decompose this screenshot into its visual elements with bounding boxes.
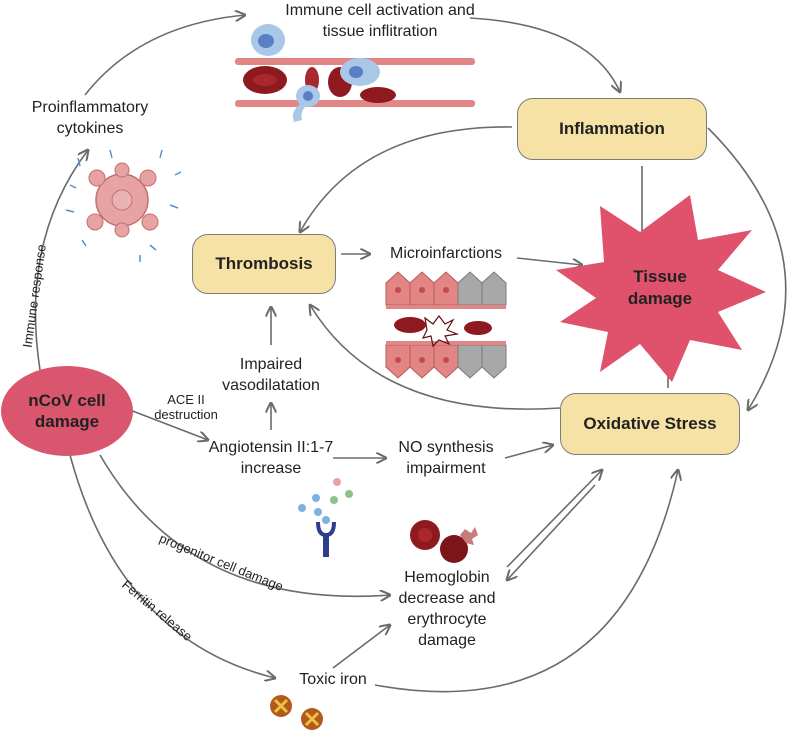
immune-cell-icon <box>251 24 380 122</box>
tissue-damage-star <box>556 195 766 382</box>
label-no-synthesis: NO synthesis impairment <box>398 439 494 477</box>
cytokine-cell-icon <box>65 149 182 262</box>
label-angiotensin: Angiotensin II:1-7 increase <box>208 439 334 477</box>
arrow-hemoglobin-to-oxidative <box>506 470 602 568</box>
arrow-activation-to-inflammation <box>469 17 620 92</box>
arrow-ncov-to-cytokines <box>34 150 88 371</box>
oxidative-stress-label: Oxidative Stress <box>583 414 717 433</box>
arrow-cytokines-to-activation <box>84 15 245 96</box>
inflammation-label: Inflammation <box>559 119 665 138</box>
arrow-inflammation-to-thrombosis <box>300 126 513 232</box>
thrombosis-label: Thrombosis <box>215 254 313 273</box>
inflammation-box: Inflammation <box>517 98 707 160</box>
label-immune-activation: Immune cell activation and tissue inflit… <box>285 2 475 40</box>
arrow-iron-to-oxidative <box>374 470 678 693</box>
label-toxic-iron: Toxic iron <box>299 671 367 688</box>
oxidative-stress-box: Oxidative Stress <box>560 393 740 455</box>
arrow-ncov-to-hemoglobin <box>99 454 390 596</box>
arrow-ncov-to-angio <box>129 409 208 440</box>
red-blood-cell-icon <box>410 520 478 563</box>
label-impaired-vaso: Impaired vasodilatation <box>222 356 320 394</box>
red-blood-cell-icon <box>243 66 396 103</box>
receptor-icon <box>298 478 353 557</box>
thrombosis-box: Thrombosis <box>192 234 336 294</box>
arrow-no-to-oxidative <box>504 445 553 459</box>
arrow-iron-to-hemoglobin <box>332 625 390 669</box>
arrows <box>34 15 787 693</box>
arrow-micro-to-tissue <box>516 257 582 265</box>
label-microinfarctions: Microinfarctions <box>389 245 503 262</box>
arrow-oxidative-to-hemoglobin <box>507 484 596 580</box>
label-proinflammatory: Proinflammatory cytokines <box>31 99 149 137</box>
arrow-oxidative-to-thrombosis <box>310 305 561 410</box>
ncov-node-shape <box>1 366 133 456</box>
arrow-inflammation-to-oxidative <box>707 127 787 410</box>
edge-label-ace-destruction: ACE II destruction <box>154 392 218 422</box>
arrow-ncov-to-iron <box>69 454 275 678</box>
ncov-label: nCoV cell damage <box>28 391 106 431</box>
iron-particle-icon <box>270 695 323 730</box>
microinfarction-illustration <box>385 271 507 379</box>
label-hemoglobin: Hemoglobin decrease and erythrocyte dama… <box>398 569 496 649</box>
tissue-damage-label: Tissue damage <box>627 267 693 308</box>
immune-activation-illustration <box>235 24 475 122</box>
